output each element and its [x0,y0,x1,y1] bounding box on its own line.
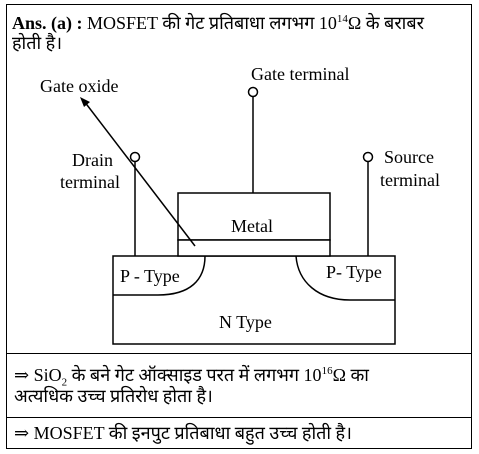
arrow-head-icon [80,97,90,107]
gate-terminal-node [247,86,259,98]
exponent-14: 14 [336,13,348,25]
p-type-right-label: P- Type [326,262,382,282]
gate-terminal-label: Gate terminal [251,64,349,84]
drain-label-1: Drain [72,150,113,170]
answer-text-end: Ω के बराबर [347,13,424,33]
n-type-label: N Type [219,312,272,332]
source-label-2: terminal [380,170,440,190]
note-1-text-a: SiO [33,365,62,385]
note-1-text-b: के बने गेट ऑक्साइड परत में लगभग 10 [71,365,322,385]
drain-terminal-node [129,151,141,163]
note-2: ⇒ MOSFET की इनपुट प्रतिबाधा बहुत उच्च हो… [14,422,352,444]
divider-1 [6,353,472,354]
answer-line-1: Ans. (a) : MOSFET की गेट प्रतिबाधा लगभग … [12,8,424,34]
drain-label-2: terminal [60,172,120,192]
answer-label: Ans. (a) : [12,13,83,33]
implies-arrow-icon: ⇒ [14,365,30,385]
exponent-16: 16 [321,365,333,377]
divider-2 [6,417,472,418]
metal-gate [177,192,331,241]
note-2-text: MOSFET की इनपुट प्रतिबाधा बहुत उच्च होती… [33,423,352,443]
source-terminal-node [362,151,374,163]
p-type-left-label: P - Type [120,266,180,286]
answer-box [6,4,472,449]
gate-oxide-pointer [83,100,196,247]
answer-line-2: होती है। [12,33,63,53]
note-1-line-2: अत्यधिक उच्च प्रतिरोध होता है। [14,386,213,406]
p-region-left [113,255,206,296]
metal-label: Metal [231,216,273,236]
implies-arrow-icon: ⇒ [14,423,30,443]
gate-oxide-layer [177,239,331,257]
source-label-1: Source [384,147,434,167]
note-1-line-1: ⇒ SiO2 के बने गेट ऑक्साइड परत में लगभग 1… [14,360,369,394]
answer-text: MOSFET की गेट प्रतिबाधा लगभग 10 [87,13,337,33]
p-region-right [295,255,395,301]
subscript-2: 2 [61,376,68,389]
note-1-text-c: Ω का [332,365,369,385]
gate-oxide-label: Gate oxide [40,76,118,96]
